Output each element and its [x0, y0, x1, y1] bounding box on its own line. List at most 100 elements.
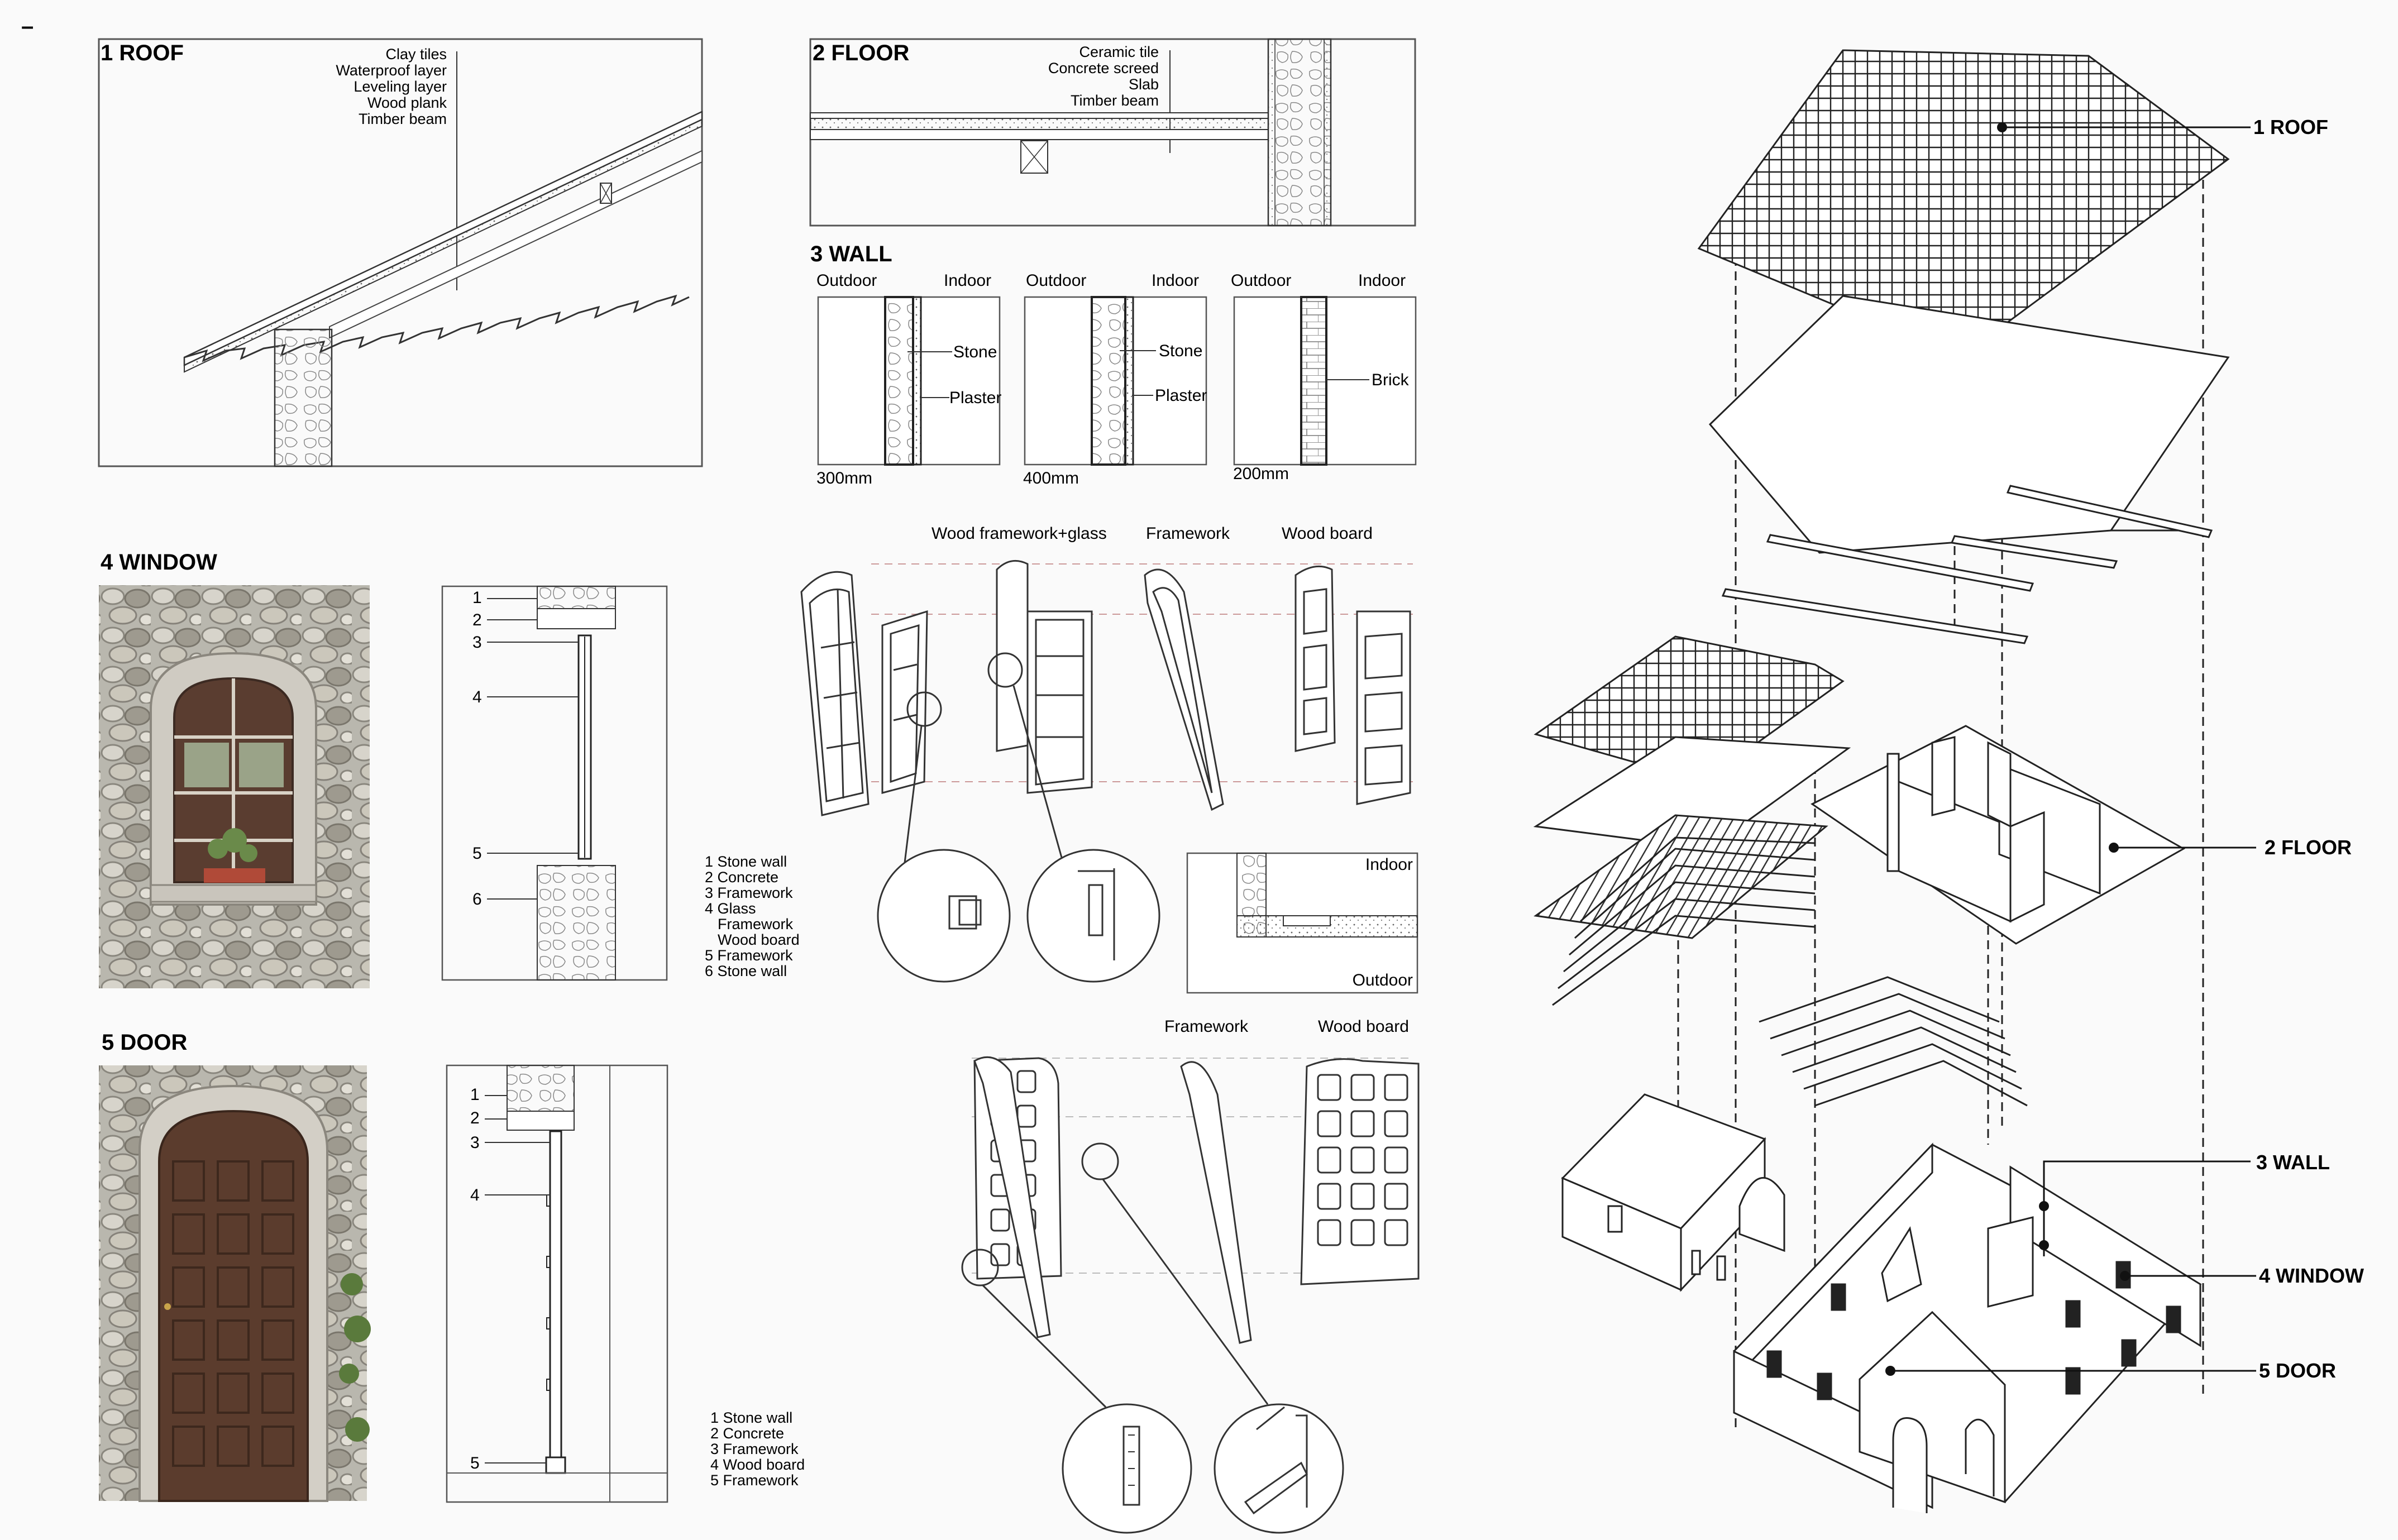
door-legend-1: 1 Stone wall	[710, 1409, 792, 1426]
window-sec-num-4: 4	[472, 688, 482, 706]
door-legend-4: 4 Wood board	[710, 1456, 805, 1473]
window-legend-1: 1 Stone wall	[705, 853, 787, 870]
window-legend-4c: Wood board	[718, 931, 800, 948]
floor-title: 2 FLOOR	[813, 41, 909, 65]
roof-layer-clay-tiles: Clay tiles	[385, 46, 447, 63]
window-sec-num-2: 2	[472, 611, 482, 629]
exploded-axonometric: 1 ROOF 2 FLOOR 3 WALL 4 WINDOW 5 DOOR	[1533, 49, 2364, 1513]
floor-layer-slab: Slab	[1129, 76, 1159, 93]
wall-panel-300: Outdoor Indoor Stone Plaster 300mm	[816, 271, 1001, 487]
window-legend-4b: Framework	[718, 916, 794, 932]
window-section: 1 2 3 4 5 6	[441, 585, 668, 981]
corner-mark: –	[21, 14, 34, 39]
door-title: 5 DOOR	[102, 1030, 187, 1055]
wall-title: 3 WALL	[810, 242, 892, 266]
window-sec-num-1: 1	[472, 589, 482, 607]
wall-3-indoor: Indoor	[1358, 271, 1406, 290]
door-sec-num-2: 2	[470, 1109, 480, 1127]
axo-callout-leaders	[1890, 126, 2256, 1372]
door-section: 1 2 3 4 5	[446, 1064, 668, 1503]
wall-2-outdoor: Outdoor	[1026, 271, 1086, 290]
wall-2-indoor: Indoor	[1152, 271, 1199, 290]
window-title: 4 WINDOW	[101, 550, 217, 575]
door-legend-2: 2 Concrete	[710, 1425, 784, 1442]
window-detail: 4 WINDOW	[99, 524, 1418, 994]
wall-1-indoor: Indoor	[944, 271, 991, 290]
axo-ground-house	[1561, 1093, 2202, 1513]
window-parts-labels: Wood framework+glass Framework Wood boar…	[932, 524, 1373, 543]
window-legend-6: 6 Stone wall	[705, 963, 787, 979]
wall-1-plaster-label: Plaster	[949, 389, 1001, 407]
wall-panel-200: Outdoor Indoor Brick 200mm	[1231, 271, 1417, 483]
wall-1-stone-label: Stone	[953, 343, 997, 361]
roof-slope-section	[183, 111, 703, 467]
window-legend-4: 4 Glass	[705, 900, 756, 917]
roof-layer-labels: Clay tiles Waterproof layer Leveling lay…	[336, 46, 447, 127]
roof-detail: 1 ROOF Clay tiles Waterproof layer Level…	[98, 38, 703, 467]
window-sec-num-6: 6	[472, 890, 482, 908]
roof-layer-wood-plank: Wood plank	[367, 94, 447, 111]
wall-panel-400: Outdoor Indoor Stone Plaster 400mm	[1023, 271, 1207, 487]
axo-floor-walls	[1886, 736, 2101, 923]
window-part-framework: Framework	[1146, 524, 1230, 543]
wall-2-thickness: 400mm	[1023, 469, 1079, 487]
axo-ground-joists	[1759, 976, 2028, 1107]
door-sec-num-3: 3	[470, 1134, 480, 1152]
window-legend-2: 2 Concrete	[705, 869, 778, 886]
door-exploded-view	[961, 1056, 1420, 1534]
door-legend: 1 Stone wall 2 Concrete 3 Framework 4 Wo…	[710, 1409, 805, 1489]
door-sec-num-1: 1	[470, 1085, 480, 1104]
door-photo	[99, 1065, 371, 1502]
axo-callout-dots	[1885, 122, 2130, 1376]
window-legend: 1 Stone wall 2 Concrete 3 Framework 4 Gl…	[705, 853, 800, 979]
wall-detail: 3 WALL Outdoor Indoor Stone Plaster 300m…	[810, 242, 1417, 487]
wall-1-thickness: 300mm	[816, 469, 872, 487]
door-sec-num-4: 4	[470, 1186, 480, 1204]
callout-window: 4 WINDOW	[2259, 1264, 2364, 1287]
floor-layer-ceramic: Ceramic tile	[1079, 44, 1159, 60]
wall-1-outdoor: Outdoor	[816, 271, 877, 290]
window-photo	[99, 585, 370, 988]
window-sec-num-3: 3	[472, 633, 482, 652]
window-part-framework-glass: Wood framework+glass	[932, 524, 1107, 543]
wall-2-stone-label: Stone	[1159, 342, 1202, 360]
axo-floor-joists	[1552, 836, 1816, 1006]
door-parts-labels: Framework Wood board	[1164, 1017, 1409, 1036]
wall-3-brick-label: Brick	[1372, 371, 1410, 389]
callout-floor: 2 FLOOR	[2265, 836, 2352, 859]
window-detail-indoor: Indoor	[1365, 855, 1413, 874]
axo-callout-labels: 1 ROOF 2 FLOOR 3 WALL 4 WINDOW 5 DOOR	[2253, 116, 2364, 1382]
window-sill-detail: Indoor Outdoor	[1186, 852, 1418, 994]
wall-3-thickness: 200mm	[1233, 465, 1289, 483]
door-legend-3: 3 Framework	[710, 1441, 799, 1457]
window-legend-5: 5 Framework	[705, 947, 793, 964]
door-part-wood-board: Wood board	[1318, 1017, 1409, 1036]
roof-layer-timber-beam: Timber beam	[359, 111, 447, 127]
callout-wall: 3 WALL	[2256, 1151, 2330, 1174]
door-detail: 5 DOOR	[99, 1017, 1420, 1534]
callout-roof: 1 ROOF	[2253, 116, 2328, 138]
window-legend-3: 3 Framework	[705, 884, 793, 901]
door-sec-num-5: 5	[470, 1454, 480, 1472]
floor-layer-beam: Timber beam	[1071, 92, 1159, 109]
roof-title: 1 ROOF	[101, 41, 184, 65]
floor-detail: 2 FLOOR Ceramic tile Concrete screed Sla…	[809, 38, 1416, 227]
window-sec-num-5: 5	[472, 844, 482, 863]
axo-roof-tiles	[1697, 49, 2230, 358]
roof-layer-leveling: Leveling layer	[354, 78, 447, 95]
wall-3-outdoor: Outdoor	[1231, 271, 1291, 290]
door-legend-5: 5 Framework	[710, 1472, 799, 1489]
window-exploded-view	[800, 559, 1413, 983]
axo-small-roof-beams	[1534, 814, 1828, 939]
axo-roof-beams	[1721, 485, 2213, 644]
wall-2-plaster-label: Plaster	[1155, 386, 1207, 405]
roof-layer-waterproof: Waterproof layer	[336, 62, 447, 79]
floor-layer-screed: Concrete screed	[1048, 60, 1159, 76]
callout-door: 5 DOOR	[2259, 1359, 2336, 1382]
floor-layer-labels: Ceramic tile Concrete screed Slab Timber…	[1048, 44, 1159, 109]
window-part-wood-board: Wood board	[1282, 524, 1373, 543]
axo-roof-underlay	[1708, 295, 2230, 554]
window-detail-outdoor: Outdoor	[1353, 971, 1413, 989]
door-part-framework: Framework	[1164, 1017, 1249, 1036]
